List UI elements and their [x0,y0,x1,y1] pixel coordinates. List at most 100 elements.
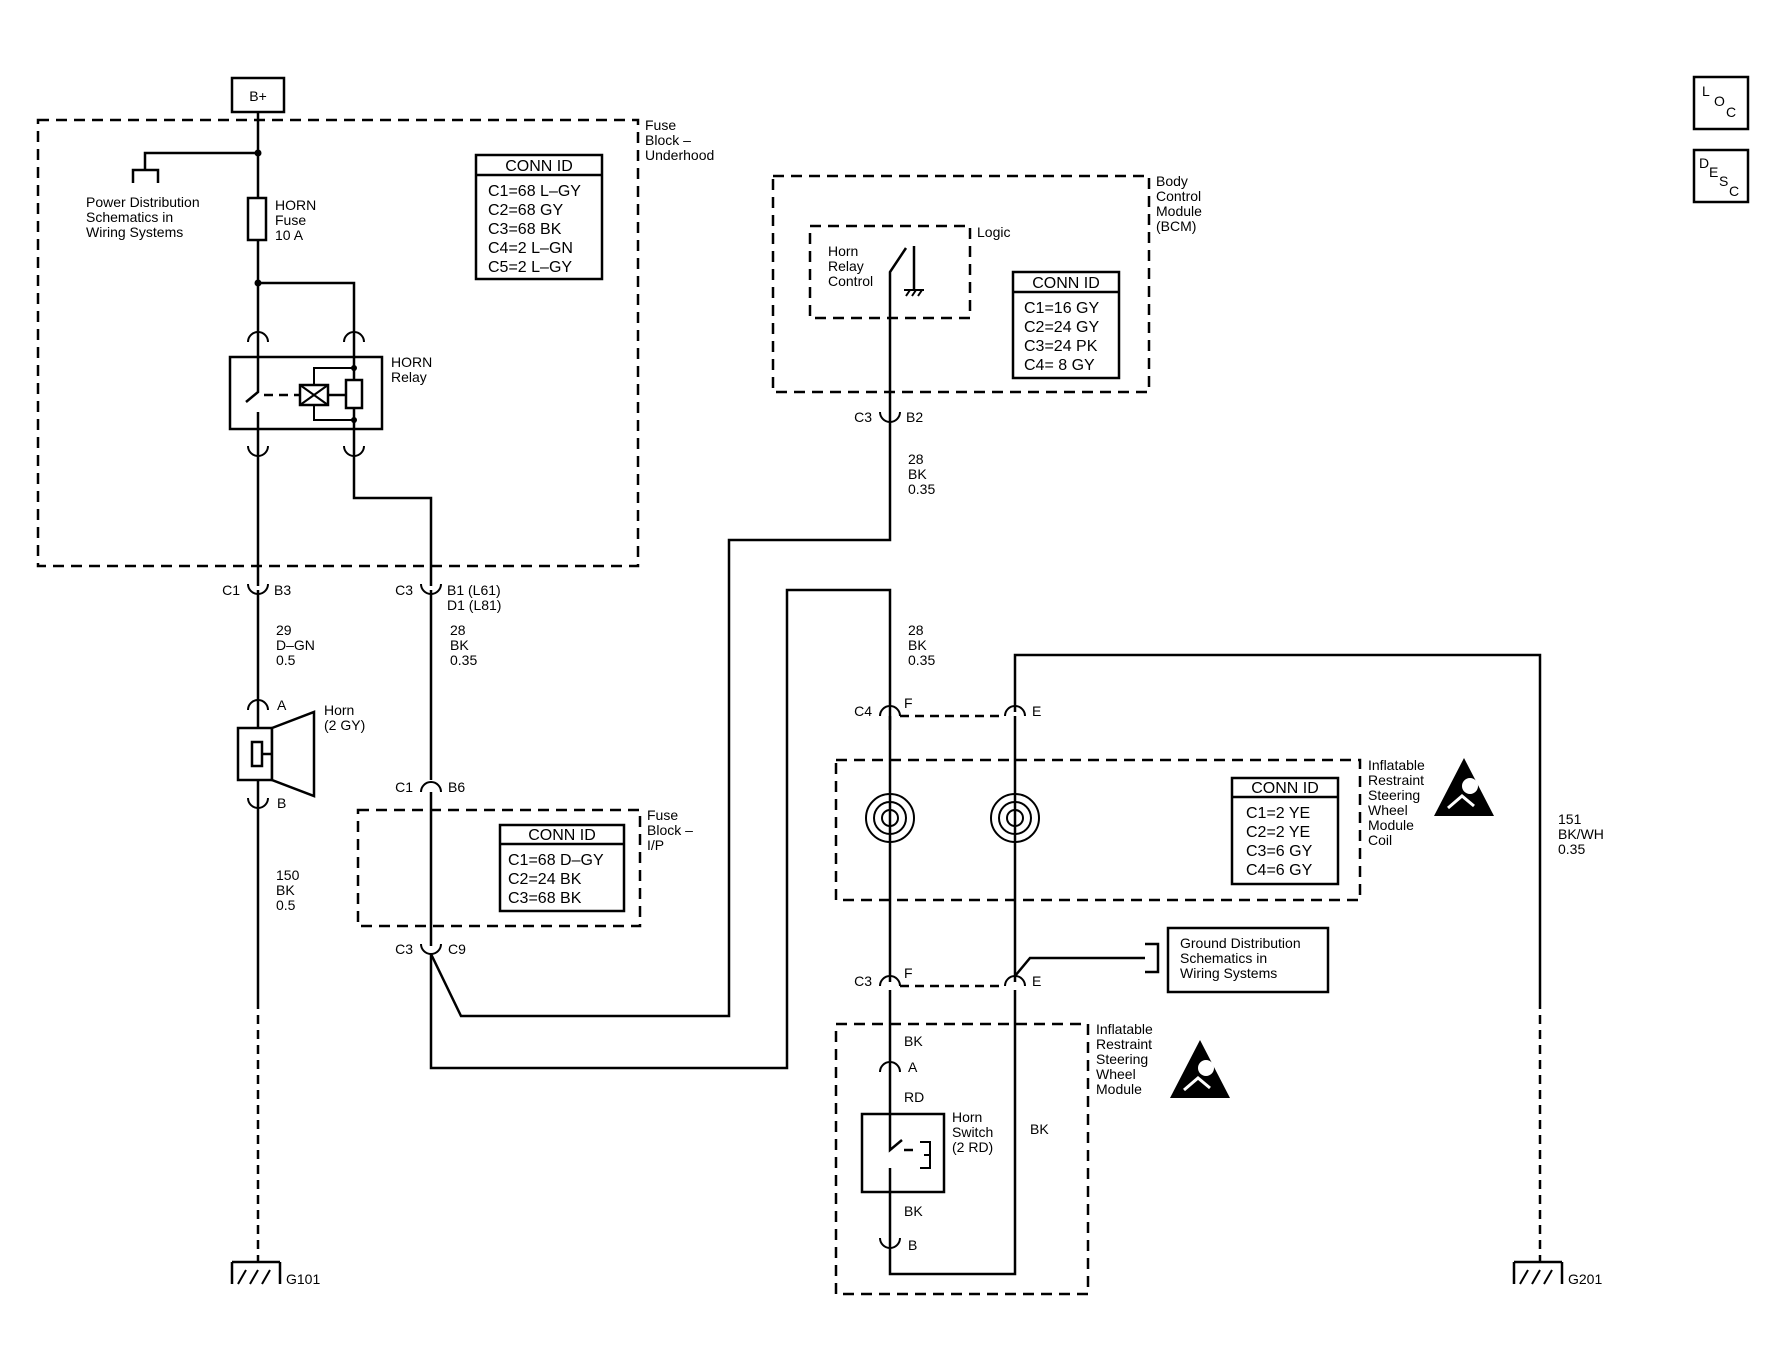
svg-text:C2=24 GY: C2=24 GY [1024,319,1099,336]
svg-text:Schematics in: Schematics in [86,209,173,225]
svg-text:C3=68 BK: C3=68 BK [508,890,582,907]
bcm-boundary [771,174,1151,394]
svg-text:C3=68 BK: C3=68 BK [488,221,562,238]
svg-text:Steering: Steering [1096,1051,1148,1067]
conn-id-table-bcm: CONN ID C1=16 GY C2=24 GY C3=24 PK C4= 8… [1011,270,1121,380]
horn-switch [860,1110,946,1194]
svg-text:C5=2 L–GY: C5=2 L–GY [488,259,572,276]
wire-28-coil-label: 28 BK 0.35 [908,622,935,668]
steering-wheel-module-boundary [834,1022,1090,1296]
wire-28-bcm-label: 28 BK 0.35 [908,451,935,497]
connector-c1-b6: C1 B6 [395,779,465,795]
ground-g101: G101 [230,1260,320,1287]
svg-text:(2 GY): (2 GY) [324,717,365,733]
svg-text:C3: C3 [854,973,872,989]
svg-text:Fuse: Fuse [645,117,676,133]
battery-terminal: B+ [230,76,286,114]
svg-text:C3=6 GY: C3=6 GY [1246,843,1313,860]
svg-text:B+: B+ [249,88,267,104]
horn-relay [228,355,384,431]
svg-text:C4=2 L–GN: C4=2 L–GN [488,240,573,257]
connector-c3-b2: C3 B2 [854,409,923,425]
svg-text:C2=24 BK: C2=24 BK [508,871,582,888]
svg-text:CONN ID: CONN ID [1251,780,1319,797]
svg-text:0.35: 0.35 [1558,841,1585,857]
svg-text:Restraint: Restraint [1368,772,1424,788]
svg-text:B6: B6 [448,779,465,795]
svg-text:B2: B2 [906,409,923,425]
svg-text:D–GN: D–GN [276,637,315,653]
svg-text:Horn: Horn [828,243,858,259]
connector-c4-f: C4 F [854,695,912,719]
svg-text:L: L [1702,83,1710,99]
svg-text:G101: G101 [286,1271,320,1287]
horn-relay-control-label: Horn Relay Control [828,243,873,289]
connector-c1-b3: C1 B3 [222,582,291,598]
desc-button[interactable]: D E S C [1692,148,1750,204]
svg-text:BK: BK [276,882,295,898]
svg-text:Fuse: Fuse [275,212,306,228]
svg-text:C1=16 GY: C1=16 GY [1024,300,1099,317]
connector-switch-a: A [879,1059,918,1075]
svg-text:C: C [1726,104,1736,120]
svg-text:C: C [1729,183,1739,199]
wire-28-fuse-label: 28 BK 0.35 [450,622,477,668]
power-distribution-reference: Power Distribution Schematics in Wiring … [86,194,200,240]
svg-text:E: E [1032,703,1041,719]
svg-text:C3: C3 [854,409,872,425]
svg-text:Wheel: Wheel [1096,1066,1136,1082]
fuse-block-underhood-label: Fuse Block – Underhood [645,117,714,163]
svg-text:S: S [1719,173,1728,189]
svg-text:BK: BK [908,466,927,482]
wire-29-label: 29 D–GN 0.5 [276,622,315,668]
steering-wheel-coil-boundary [834,758,1362,902]
svg-text:0.35: 0.35 [908,652,935,668]
connector-c3-e: E [1004,973,1041,989]
conn-id-table-ip: CONN ID C1=68 D–GY C2=24 BK C3=68 BK [498,823,626,913]
svg-text:Coil: Coil [1368,832,1392,848]
svg-text:Block –: Block – [647,822,693,838]
wire-rd-label: RD [904,1089,924,1105]
svg-text:C4: C4 [854,703,872,719]
svg-text:Wiring Systems: Wiring Systems [86,224,183,240]
svg-text:A: A [277,697,287,713]
svg-text:D1 (L81): D1 (L81) [447,597,501,613]
ground-distribution-reference[interactable]: Ground Distribution Schematics in Wiring… [1166,926,1330,994]
svg-text:0.5: 0.5 [276,897,296,913]
svg-text:E: E [1709,164,1718,180]
svg-text:A: A [908,1059,918,1075]
svg-text:Restraint: Restraint [1096,1036,1152,1052]
svg-text:Module: Module [1156,203,1202,219]
loc-button[interactable]: L O C [1692,75,1750,131]
bcm-logic-label: Logic [977,224,1010,240]
horn-relay-label: HORN Relay [391,354,432,385]
svg-text:Schematics in: Schematics in [1180,950,1267,966]
svg-text:(BCM): (BCM) [1156,218,1196,234]
svg-text:Horn: Horn [324,702,354,718]
svg-text:0.35: 0.35 [450,652,477,668]
airbag-warning-icon [1434,758,1494,816]
connector-c4-e: E [1004,703,1041,719]
svg-text:B3: B3 [274,582,291,598]
svg-text:HORN: HORN [275,197,316,213]
svg-text:G201: G201 [1568,1271,1602,1287]
svg-text:BK: BK [908,637,927,653]
wheel-module-label: Inflatable Restraint Steering Wheel Modu… [1096,1021,1153,1097]
svg-text:Relay: Relay [828,258,864,274]
airbag-warning-icon [1170,1040,1230,1098]
fuse-block-ip-label: Fuse Block – I/P [647,807,693,853]
svg-text:Relay: Relay [391,369,427,385]
svg-text:Fuse: Fuse [647,807,678,823]
svg-text:C1=68 D–GY: C1=68 D–GY [508,852,604,869]
bcm-switch [888,246,924,410]
svg-text:Inflatable: Inflatable [1096,1021,1153,1037]
connector-c3-c9: C3 C9 [395,941,466,957]
horn-fuse-label: HORN Fuse 10 A [275,197,316,243]
svg-text:C9: C9 [448,941,466,957]
svg-text:Control: Control [1156,188,1201,204]
svg-text:B1 (L61): B1 (L61) [447,582,501,598]
svg-text:(2 RD): (2 RD) [952,1139,993,1155]
svg-text:F: F [904,965,913,981]
svg-text:BK: BK [450,637,469,653]
svg-text:O: O [1714,93,1725,109]
